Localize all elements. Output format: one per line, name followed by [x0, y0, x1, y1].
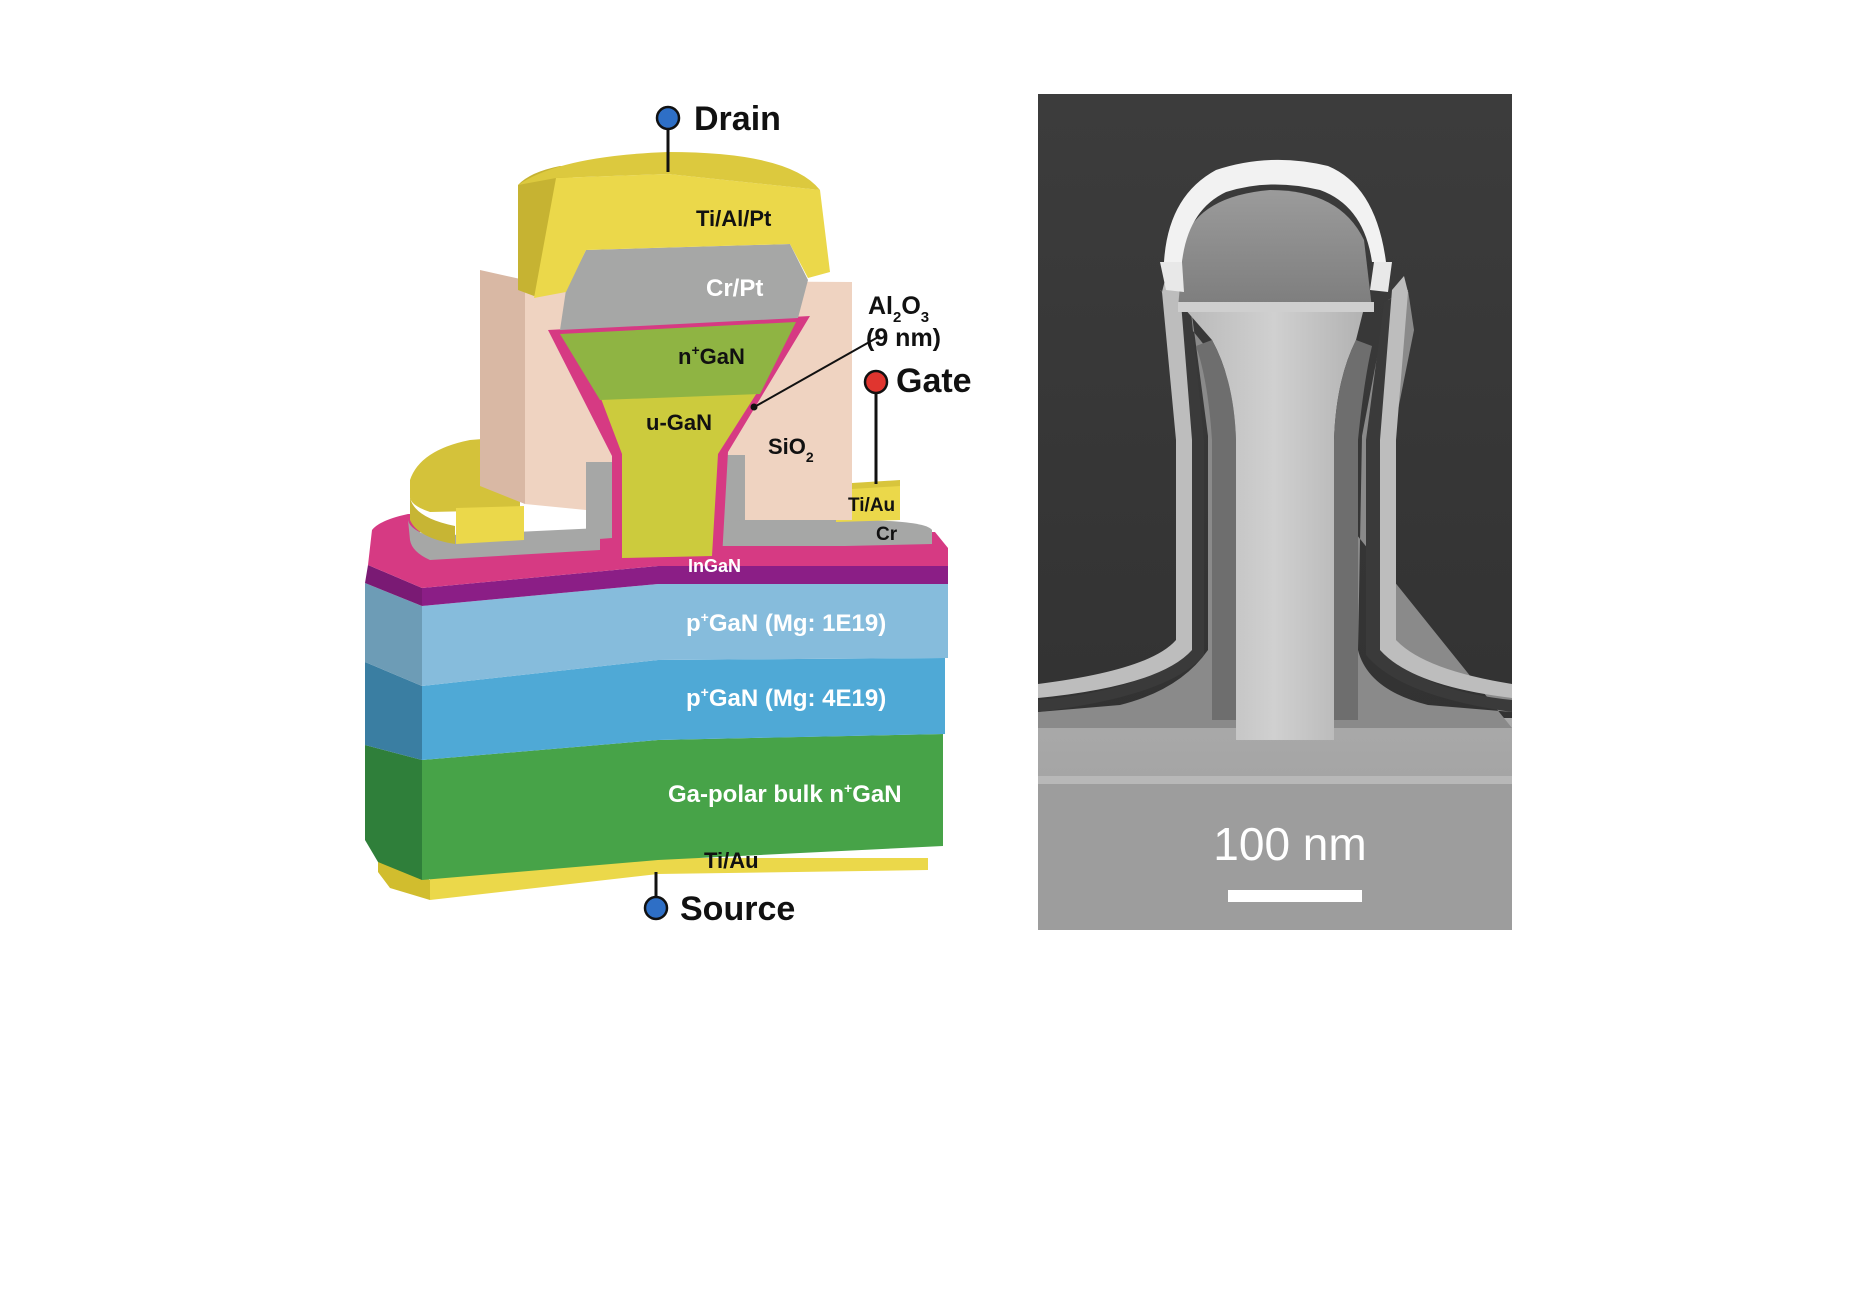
- label-al2o3: Al2O3: [868, 292, 929, 326]
- label-sio2: SiO2: [768, 434, 814, 465]
- label-pgan-1e19: p+GaN (Mg: 1E19): [686, 609, 886, 637]
- ingan-side: [365, 565, 422, 606]
- sem-substrate-band: [1038, 776, 1512, 784]
- label-cr-pt: Cr/Pt: [706, 275, 763, 302]
- al2o3-pointer-line: [755, 335, 881, 407]
- bulk-ngan-front: [422, 734, 943, 880]
- pgan2-side: [365, 662, 422, 760]
- sem-micrograph: 100 nm: [1038, 94, 1512, 930]
- label-ingan: InGaN: [688, 556, 741, 576]
- sem-scale-label: 100 nm: [1213, 818, 1366, 870]
- label-al2o3-thickness: (9 nm): [866, 324, 941, 352]
- u-gan-region: [600, 388, 760, 558]
- pgan1-front: [422, 584, 948, 686]
- sem-pillar-sidewall-right: [1334, 340, 1372, 720]
- sem-cap-bright-right: [1370, 262, 1392, 292]
- drain-label: Drain: [694, 100, 781, 138]
- sem-cap-bright-left: [1160, 262, 1184, 292]
- sem-dark-gap-left: [1038, 290, 1204, 712]
- cr-liner-right: [722, 455, 745, 522]
- bulk-ngan-side: [365, 745, 422, 880]
- pgan2-front: [422, 658, 945, 760]
- gate-ring-left-lip: [410, 498, 455, 544]
- label-n-gan: n+GaN: [678, 342, 745, 369]
- sem-substrate-lower: [1038, 784, 1512, 930]
- pgan1-side: [365, 583, 422, 686]
- sem-cap: [1178, 190, 1372, 308]
- label-bottom-ti-au: Ti/Au: [704, 848, 759, 873]
- sem-cap-base: [1178, 302, 1374, 312]
- label-u-gan: u-GaN: [646, 410, 712, 435]
- gate-terminal-dot: [863, 369, 889, 395]
- gate-label: Gate: [896, 362, 972, 400]
- label-cr: Cr: [876, 524, 898, 545]
- sem-scale-bar: [1228, 890, 1362, 902]
- label-bulk-ngan: Ga-polar bulk n+GaN: [668, 780, 902, 808]
- sem-sidewall-left: [1038, 276, 1192, 698]
- sem-pillar: [1184, 308, 1364, 740]
- source-label: Source: [680, 890, 795, 928]
- sem-sidewall-right: [1380, 276, 1512, 698]
- gate-ring-left-front: [456, 506, 524, 544]
- label-pgan-4e19: p+GaN (Mg: 4E19): [686, 684, 886, 712]
- source-terminal-dot: [643, 895, 669, 921]
- ingan-front: [422, 566, 948, 606]
- label-gate-ti-au: Ti/Au: [848, 495, 895, 516]
- sem-dark-gap-right: [1366, 290, 1512, 712]
- cr-pt-region: [560, 244, 808, 330]
- top-contact-front: [534, 174, 830, 298]
- drain-terminal-dot: [655, 105, 681, 131]
- device-schematic: Drain Gate Source Ti/Al/Pt Cr/Pt n+GaN u…: [365, 100, 972, 928]
- al2o3-pointer-dot: [750, 403, 758, 411]
- cr-liner-left: [586, 462, 612, 540]
- n-gan-region: [560, 322, 796, 400]
- cr-ring-right: [720, 520, 932, 546]
- sio2-side: [480, 270, 525, 504]
- label-ti-al-pt: Ti/Al/Pt: [696, 206, 772, 231]
- sem-pillar-sidewall-left: [1196, 340, 1236, 720]
- sem-cap-bright-rim: [1164, 159, 1386, 262]
